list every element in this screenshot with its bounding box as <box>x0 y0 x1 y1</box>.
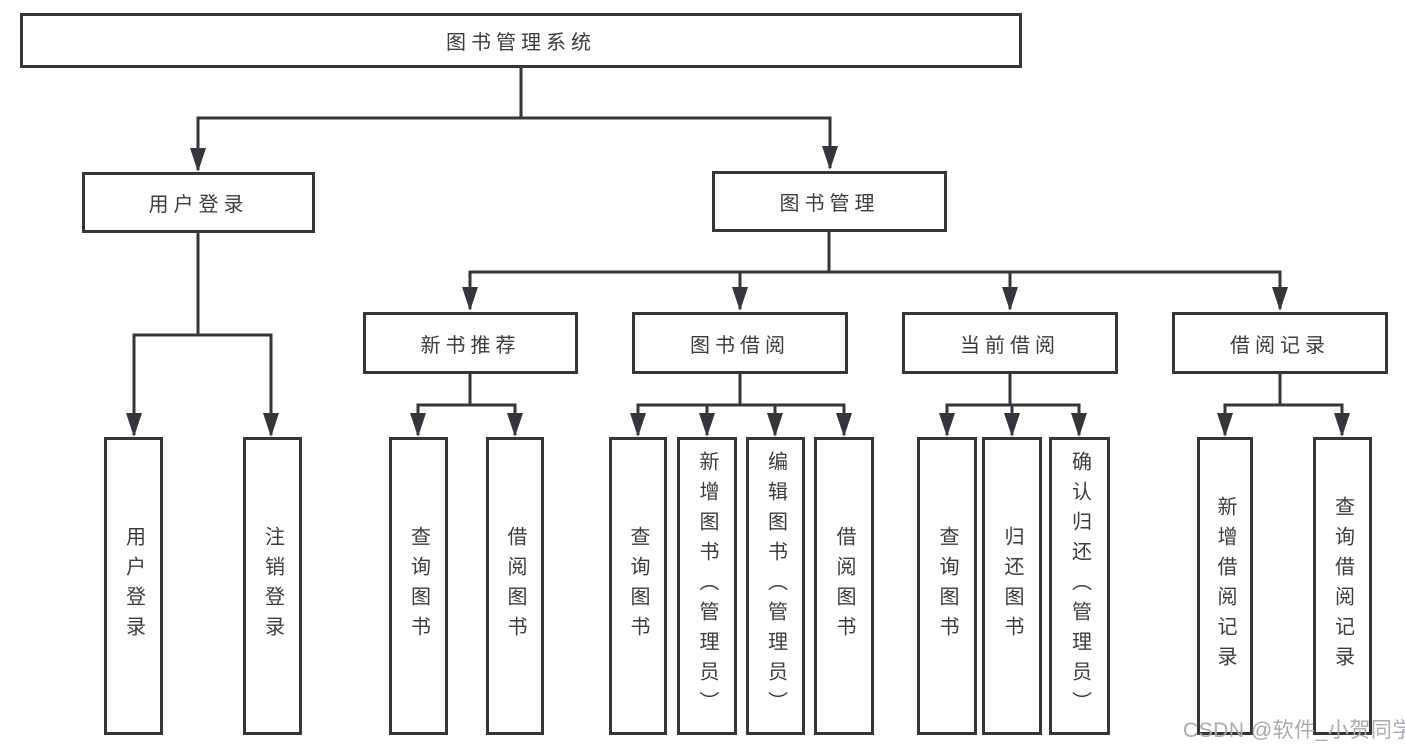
node-label: 查询图书 <box>936 526 958 646</box>
node-label: 注销登录 <box>261 526 284 646</box>
leaf-borrow-book: 借阅图书 <box>814 437 874 735</box>
leaf-add-book-admin: 新增图书（管理员） <box>677 437 737 735</box>
arrow-down-icon <box>1334 413 1350 437</box>
node-label: 确认归还（管理员） <box>1068 451 1091 721</box>
node-label: 图书管理系统 <box>446 32 596 54</box>
arrow-down-icon <box>836 413 852 437</box>
node-label: 借阅记录 <box>1230 334 1330 357</box>
arrow-down-icon <box>767 413 783 437</box>
arrow-down-icon <box>630 413 646 437</box>
edge-current-borrow-split <box>945 374 1081 435</box>
node-label: 新增图书（管理员） <box>696 451 718 721</box>
edge-book-mgmt-split <box>468 232 1282 309</box>
node-label: 当前借阅 <box>960 334 1060 357</box>
edge-book-borrow-split <box>636 374 846 435</box>
node-label: 查询借阅记录 <box>1331 496 1354 676</box>
node-current-borrowing: 当前借阅 <box>902 312 1118 374</box>
node-label: 图书管理 <box>779 193 880 215</box>
edge-user-login-split <box>132 233 273 435</box>
arrow-down-icon <box>1272 287 1288 311</box>
edge-new-book-split <box>416 374 517 435</box>
node-user-login: 用户登录 <box>82 172 315 233</box>
node-label: 新增借阅记录 <box>1214 496 1236 676</box>
leaf-return-book: 归还图书 <box>982 437 1042 735</box>
arrow-down-icon <box>1217 413 1233 437</box>
leaf-confirm-return-admin: 确认归还（管理员） <box>1049 437 1110 735</box>
leaf-query-book-current: 查询图书 <box>917 437 977 735</box>
arrow-down-icon <box>699 413 715 437</box>
leaf-query-borrow-record: 查询借阅记录 <box>1313 437 1372 735</box>
leaf-user-login: 用户登录 <box>104 437 163 735</box>
arrow-down-icon <box>462 287 478 311</box>
leaf-add-borrow-record: 新增借阅记录 <box>1197 437 1253 735</box>
leaf-query-book-borrowing: 查询图书 <box>609 437 667 735</box>
leaf-borrow-book-recommend: 借阅图书 <box>486 437 544 735</box>
arrow-down-icon <box>410 413 426 437</box>
arrow-down-icon <box>732 287 748 311</box>
node-label: 查询图书 <box>407 526 430 646</box>
arrow-down-icon <box>822 146 838 170</box>
node-label: 借阅图书 <box>504 526 526 646</box>
node-label: 归还图书 <box>1001 526 1023 646</box>
arrow-down-icon <box>1002 287 1018 311</box>
node-label: 借阅图书 <box>833 526 855 646</box>
arrow-down-icon <box>190 148 206 172</box>
node-book-management: 图书管理 <box>712 171 947 232</box>
arrow-down-icon <box>263 413 279 437</box>
leaf-edit-book-admin: 编辑图书（管理员） <box>746 437 805 735</box>
node-new-book-recommend: 新书推荐 <box>363 312 578 374</box>
node-label: 新书推荐 <box>420 334 521 357</box>
node-label: 用户登录 <box>122 526 145 646</box>
csdn-watermark: CSDN @软件_小贺同学 <box>1183 719 1405 742</box>
leaf-query-book-recommend: 查询图书 <box>389 437 448 735</box>
arrow-down-icon <box>507 413 523 437</box>
edge-borrow-records-split <box>1223 374 1344 435</box>
edge-root-split <box>196 68 832 170</box>
node-label: 用户登录 <box>148 194 249 216</box>
arrow-down-icon <box>1004 413 1020 437</box>
node-library-system: 图书管理系统 <box>20 13 1022 68</box>
leaf-logout: 注销登录 <box>243 437 302 735</box>
node-borrowing-records: 借阅记录 <box>1172 312 1388 374</box>
arrow-down-icon <box>939 413 955 437</box>
node-label: 编辑图书（管理员） <box>764 451 787 721</box>
arrow-down-icon <box>1071 413 1087 437</box>
node-label: 查询图书 <box>627 526 649 646</box>
node-book-borrowing: 图书借阅 <box>632 312 848 374</box>
node-label: 图书借阅 <box>690 334 790 357</box>
arrow-down-icon <box>126 413 142 437</box>
